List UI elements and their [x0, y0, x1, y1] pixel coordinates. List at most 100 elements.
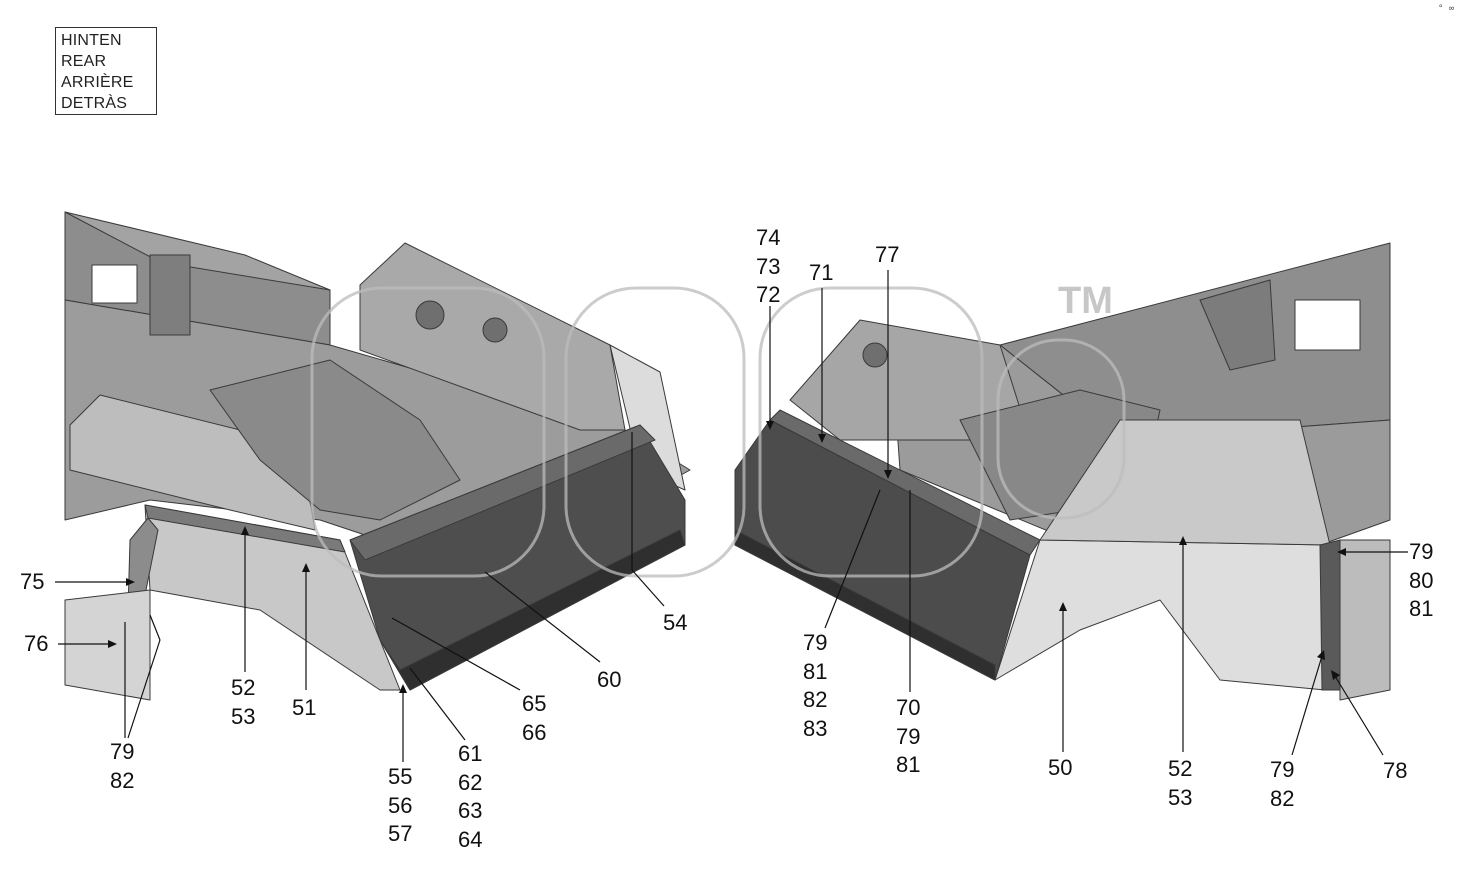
callout-number: 79 — [896, 723, 921, 749]
callout-number: 74 — [756, 225, 781, 250]
callout-number: 61 — [458, 741, 483, 766]
leader-lines — [55, 270, 1408, 762]
callout-number: 52 — [231, 675, 256, 700]
callout-number: 51 — [292, 695, 317, 720]
legend-line-fr: ARRIÈRE — [61, 74, 134, 91]
callout-number: 80 — [1409, 567, 1434, 593]
leader-79-82-left-b — [127, 639, 161, 739]
callout-number: 75 — [20, 569, 45, 594]
callout-number: 78 — [1383, 758, 1408, 783]
callout-78: 78 — [1383, 757, 1407, 786]
right-fender — [994, 539, 1331, 691]
callout-number: 50 — [1048, 755, 1073, 780]
callout-79-81-right: 79 80 81 — [1409, 538, 1433, 624]
callout-52-53-right: 52 53 — [1168, 755, 1192, 812]
callout-65-66: 65 66 — [522, 690, 546, 747]
callout-number: 81 — [1409, 596, 1434, 621]
arrow-77 — [884, 470, 892, 479]
arrow-51 — [302, 563, 310, 572]
callout-60: 60 — [597, 666, 621, 695]
left-assembly — [64, 211, 691, 701]
left-panel-hole-1 — [415, 300, 445, 330]
right-assembly — [734, 242, 1391, 701]
callout-number: 56 — [388, 792, 413, 818]
leader-78 — [1334, 675, 1384, 756]
leader-54 — [631, 569, 665, 607]
arrow-55-57 — [399, 684, 407, 693]
callout-70-81: 70 79 81 — [896, 694, 920, 780]
left-side-plate — [609, 344, 686, 491]
left-panel-hole-2 — [482, 317, 508, 343]
arrow-52-53-right — [1179, 536, 1187, 545]
watermark-c — [758, 286, 984, 578]
callout-number: 79 — [110, 739, 135, 764]
callout-number: 62 — [458, 769, 483, 795]
watermark-p — [996, 338, 1126, 520]
legend-line-de: HINTEN — [61, 32, 122, 49]
callout-number: 76 — [24, 631, 49, 656]
arrow-52-53-left — [241, 526, 249, 535]
callout-number: 64 — [458, 826, 483, 852]
callout-79-82-left: 79 82 — [110, 738, 134, 795]
left-frame-slot — [91, 264, 138, 304]
leader-65-66 — [391, 617, 521, 691]
callout-number: 81 — [896, 752, 921, 777]
right-rear-skirt — [1339, 539, 1391, 701]
leader-79-83 — [824, 489, 881, 629]
leader-60 — [484, 571, 601, 663]
left-frame-top — [64, 211, 331, 291]
callout-number: 82 — [1270, 785, 1295, 811]
arrow-71 — [818, 434, 826, 443]
callout-75: 75 — [20, 568, 44, 597]
callout-number: 65 — [522, 691, 547, 716]
legend-line-es: DETRÀS — [61, 95, 128, 112]
orientation-legend: HINTEN REAR ARRIÈRE DETRÀS — [55, 27, 157, 115]
callout-number: 53 — [1168, 784, 1193, 810]
callout-number: 71 — [809, 260, 834, 285]
callout-79-82-right: 79 82 — [1270, 756, 1294, 813]
callout-50: 50 — [1048, 754, 1072, 783]
arrow-74-72 — [766, 421, 774, 430]
callout-54: 54 — [663, 609, 687, 638]
right-frame-slot — [1294, 299, 1361, 351]
callout-number: 81 — [803, 658, 828, 684]
watermark-trademark: TM — [1058, 280, 1113, 322]
callout-number: 55 — [388, 764, 413, 789]
leader-61-64 — [409, 667, 466, 741]
legend-line-en: REAR — [61, 53, 107, 70]
left-lower-skirt — [64, 589, 151, 701]
arrow-78 — [1331, 670, 1340, 680]
callout-number: 72 — [756, 282, 781, 307]
callout-number: 82 — [110, 767, 135, 793]
callout-71: 71 — [809, 259, 833, 288]
callout-76: 76 — [24, 630, 48, 659]
arrow-75 — [126, 578, 135, 586]
callout-number: 60 — [597, 667, 622, 692]
callout-79-83: 79 81 82 83 — [803, 629, 827, 743]
watermark-l — [564, 286, 746, 578]
callout-number: 79 — [1270, 757, 1295, 782]
callout-number: 70 — [896, 695, 921, 720]
leader-79-82-left-c — [149, 614, 161, 641]
arrow-76 — [108, 640, 117, 648]
callout-52-53-left: 52 53 — [231, 674, 255, 731]
callout-number: 79 — [803, 630, 828, 655]
callout-number: 77 — [875, 242, 900, 267]
callout-number: 73 — [756, 253, 781, 279]
arrow-79-81-right — [1337, 548, 1346, 556]
callout-55-57: 55 56 57 — [388, 763, 412, 849]
callout-61-64: 61 62 63 64 — [458, 740, 482, 854]
callout-number: 79 — [1409, 539, 1434, 564]
callout-74-72: 74 73 72 — [756, 224, 780, 310]
right-rear-post — [1319, 539, 1341, 691]
watermark-e — [310, 286, 546, 578]
leader-79-82-right — [1291, 655, 1323, 756]
callout-51: 51 — [292, 694, 316, 723]
right-panel-hole — [862, 342, 888, 368]
arrow-50 — [1059, 602, 1067, 611]
callout-number: 54 — [663, 610, 688, 635]
left-fender — [144, 504, 401, 691]
callout-number: 52 — [1168, 756, 1193, 781]
callout-number: 53 — [231, 703, 256, 729]
